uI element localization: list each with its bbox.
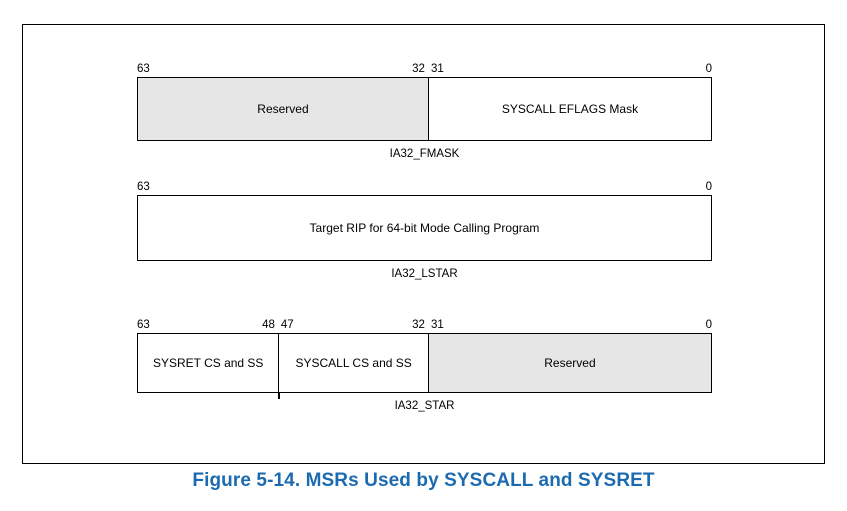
register-field-syscall-eflags-mask: SYSCALL EFLAGS Mask — [427, 78, 711, 140]
bit-ruler: 63 32 31 0 — [137, 61, 712, 77]
bit-label-0: 0 — [705, 63, 712, 75]
register-diagram-ia32-lstar: 63 0 Target RIP for 64-bit Mode Calling … — [137, 179, 712, 280]
register-field-target-rip: Target RIP for 64-bit Mode Calling Progr… — [138, 196, 711, 260]
bit-label-31: 31 — [430, 63, 444, 75]
bit-ruler: 63 48 47 32 31 0 — [137, 317, 712, 333]
register-box: SYSRET CS and SS SYSCALL CS and SS Reser… — [137, 333, 712, 399]
register-box: Reserved SYSCALL EFLAGS Mask — [137, 77, 712, 141]
bit-label-32: 32 — [412, 63, 425, 75]
bit-label-32: 32 — [412, 319, 425, 331]
field-divider-tick — [278, 392, 280, 399]
figure-frame: 63 32 31 0 Reserved SYSCALL EFLAGS Mask … — [22, 24, 825, 464]
bit-label-48: 48 — [262, 319, 275, 331]
bit-ruler: 63 0 — [137, 179, 712, 195]
register-field-reserved: Reserved — [427, 334, 711, 392]
bit-label-47: 47 — [280, 319, 294, 331]
register-name-label: IA32_LSTAR — [391, 268, 458, 280]
bit-label-0: 0 — [705, 181, 712, 193]
register-field-reserved: Reserved — [138, 78, 428, 140]
bit-label-0: 0 — [705, 319, 712, 331]
register-diagram-ia32-star: 63 48 47 32 31 0 SYSRET CS and SS SYSCAL… — [137, 317, 712, 412]
register-field-sysret-cs-and-ss: SYSRET CS and SS — [138, 334, 279, 392]
register-field-syscall-cs-and-ss: SYSCALL CS and SS — [278, 334, 428, 392]
bit-label-63: 63 — [137, 319, 150, 331]
register-diagram-ia32-fmask: 63 32 31 0 Reserved SYSCALL EFLAGS Mask … — [137, 61, 712, 160]
bit-label-63: 63 — [137, 63, 150, 75]
register-box: Target RIP for 64-bit Mode Calling Progr… — [137, 195, 712, 261]
register-name-label: IA32_STAR — [394, 400, 455, 412]
bit-label-31: 31 — [430, 319, 444, 331]
register-name-label: IA32_FMASK — [389, 148, 460, 160]
bit-label-63: 63 — [137, 181, 150, 193]
figure-caption: Figure 5-14. MSRs Used by SYSCALL and SY… — [192, 470, 655, 491]
